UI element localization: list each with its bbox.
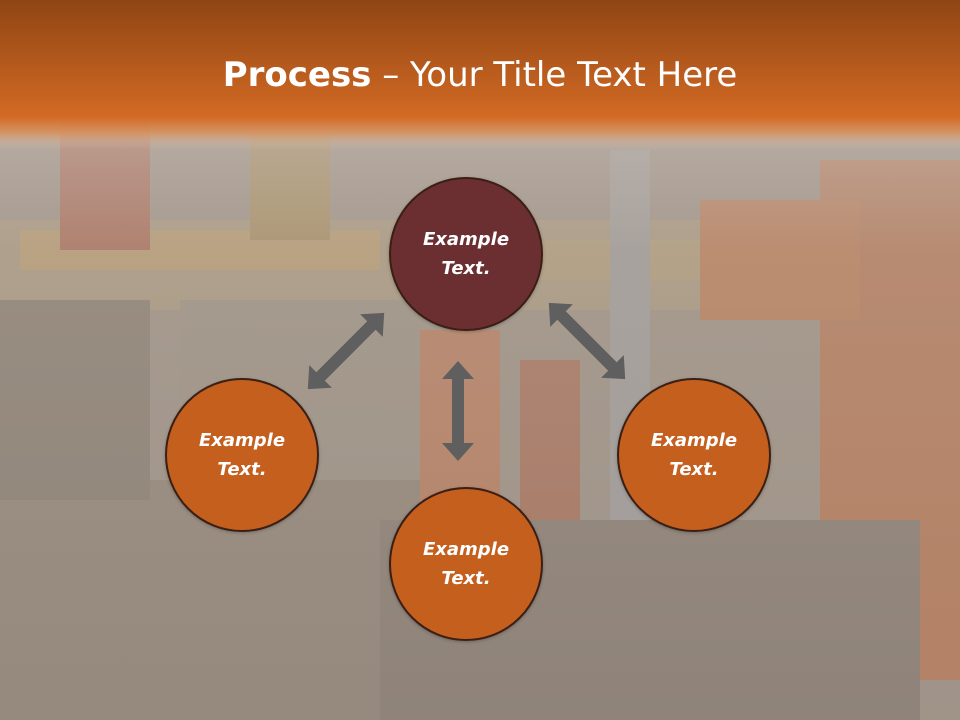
double-arrow-top-right	[548, 302, 626, 380]
node-label: Example Text.	[422, 539, 510, 589]
node-label: Example Text.	[198, 430, 286, 480]
node-label: Example Text.	[650, 430, 738, 480]
process-node-right: Example Text.	[617, 378, 771, 532]
process-node-bottom: Example Text.	[389, 487, 543, 641]
node-label: Example Text.	[422, 229, 510, 279]
title-bold: Process	[222, 55, 372, 95]
title-band	[0, 0, 960, 150]
process-node-left: Example Text.	[165, 378, 319, 532]
title-rest: – Your Title Text Here	[371, 55, 738, 95]
process-node-top: Example Text.	[389, 177, 543, 331]
double-arrow-vertical	[442, 361, 474, 461]
double-arrow-top-left	[307, 312, 385, 390]
slide-title: Process – Your Title Text Here	[0, 52, 960, 98]
